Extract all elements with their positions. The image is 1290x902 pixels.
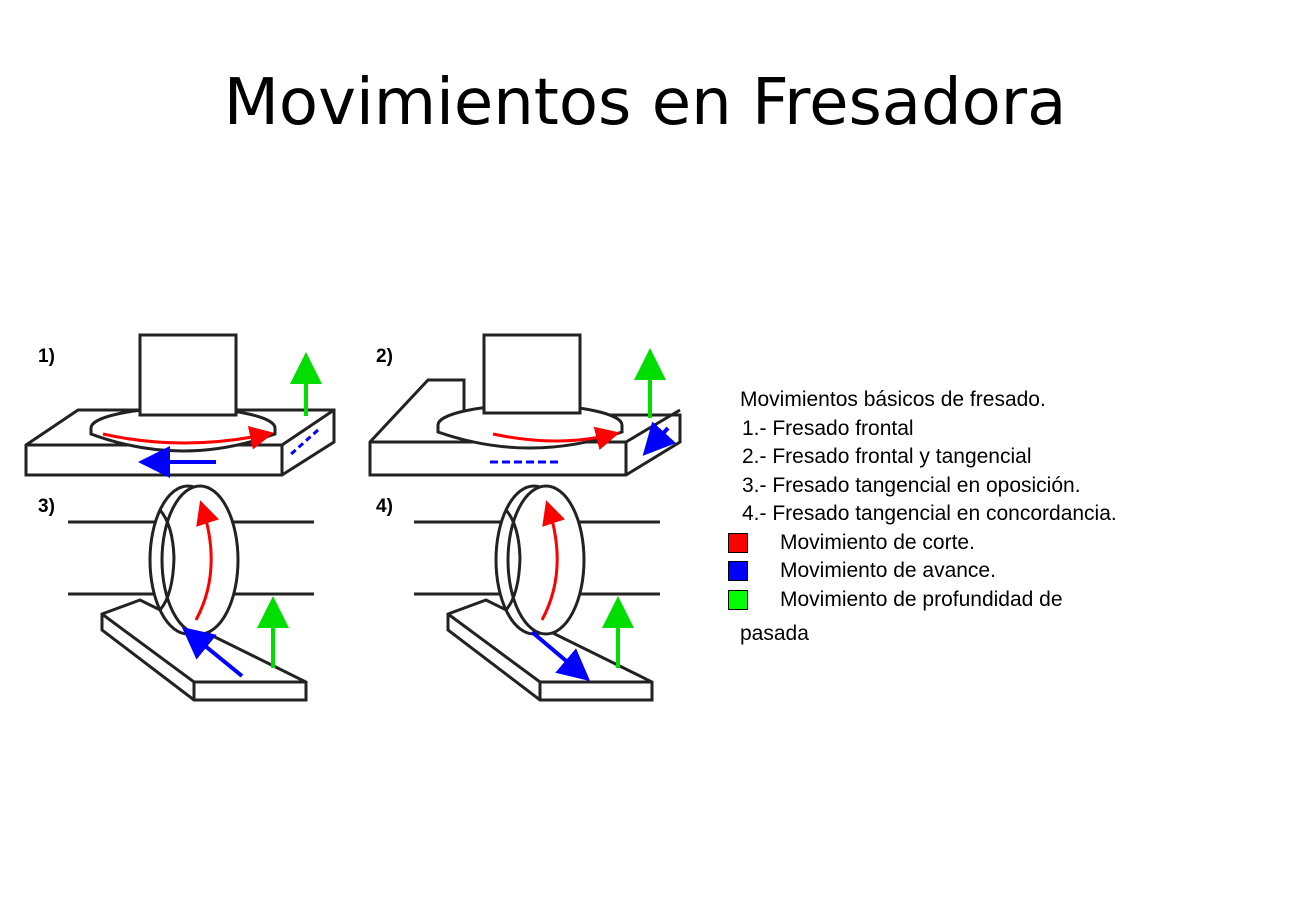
green-swatch [728, 589, 748, 610]
panel-1-face-milling: 1) [24, 333, 336, 478]
legend-color-depth: Movimiento de profundidad de [728, 586, 1260, 615]
legend-item-3: 3.- Fresado tangencial en oposición. [742, 473, 1081, 497]
legend-color-cut-label: Movimiento de corte. [780, 530, 975, 554]
panel-1-label: 1) [38, 346, 55, 367]
red-swatch [728, 532, 748, 553]
blue-swatch [728, 561, 748, 582]
legend: Movimientos básicos de fresado. 1.- Fres… [728, 386, 1260, 649]
legend-color-depth-label: Movimiento de profundidad de [780, 587, 1063, 611]
panel-4-label: 4) [376, 496, 393, 517]
legend-color-feed: Movimiento de avance. [728, 557, 1260, 586]
legend-item-1: 1.- Fresado frontal [742, 416, 914, 440]
panel-2-label: 2) [376, 346, 393, 367]
panel-4-down-milling: 4) [376, 484, 660, 702]
legend-color-feed-label: Movimiento de avance. [780, 559, 996, 582]
legend-color-cut: Movimiento de corte. [728, 529, 1260, 558]
legend-heading: Movimientos básicos de fresado. [740, 388, 1046, 411]
legend-continuation: pasada [740, 622, 809, 645]
legend-item-4: 4.- Fresado tangencial en concordancia. [742, 502, 1117, 525]
panel-2-face-tangential: 2) [368, 333, 682, 477]
panel-3-label: 3) [38, 496, 55, 517]
panel-3-up-milling: 3) [38, 484, 314, 702]
milling-diagram: 1) 2) 3) [24, 333, 682, 702]
slide-title: Movimientos en Fresadora [223, 66, 1067, 140]
legend-item-2: 2.- Fresado frontal y tangencial [742, 445, 1032, 468]
